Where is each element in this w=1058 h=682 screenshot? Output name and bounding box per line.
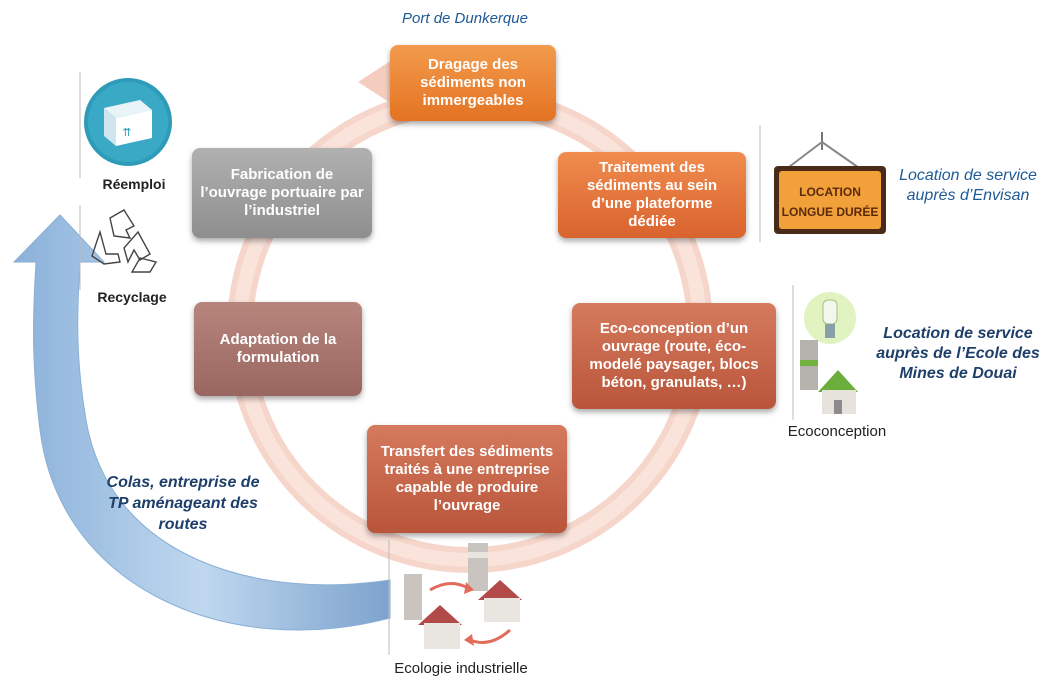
note-envisan: Location de service auprès d’Envisan [899,167,1037,204]
step-dragage: Dragage des sédiments non immergeables [390,45,556,121]
note-mines: Location de service auprès de l’Ecole de… [876,325,1040,382]
port-label: Port de Dunkerque [402,10,528,27]
note-colas: Colas, entreprise de TP aménageant des r… [106,474,260,533]
step-adaptation: Adaptation de la formulation [194,302,362,396]
location-sign-icon: LOCATION LONGUE DURÉE [759,125,886,242]
recycle-icon [79,205,158,290]
svg-text:⇈: ⇈ [122,126,131,139]
caption-reemploi: Réemploi [102,176,166,192]
caption-ecologie: Ecologie industrielle [394,660,528,677]
ecoconception-icon [792,285,862,420]
sign-line1: LOCATION [799,185,861,199]
ecologie-industrielle-icon [388,540,522,655]
step-transfert: Transfert des sédiments traités à une en… [367,425,567,533]
step-ecoconception: Eco-conception d’un ouvrage (route, éco-… [572,303,776,409]
caption-ecoconception: Ecoconception [787,423,887,440]
sign-line2: LONGUE DURÉE [782,204,879,219]
caption-recyclage: Recyclage [97,289,167,305]
cycle-arrowhead [358,60,392,104]
step-fabrication: Fabrication de l’ouvrage portuaire par l… [192,148,372,238]
step-traitement: Traitement des sédiments au sein d’une p… [558,152,746,238]
reemploi-icon: ⇈ [79,72,172,178]
return-arrow [12,214,391,631]
